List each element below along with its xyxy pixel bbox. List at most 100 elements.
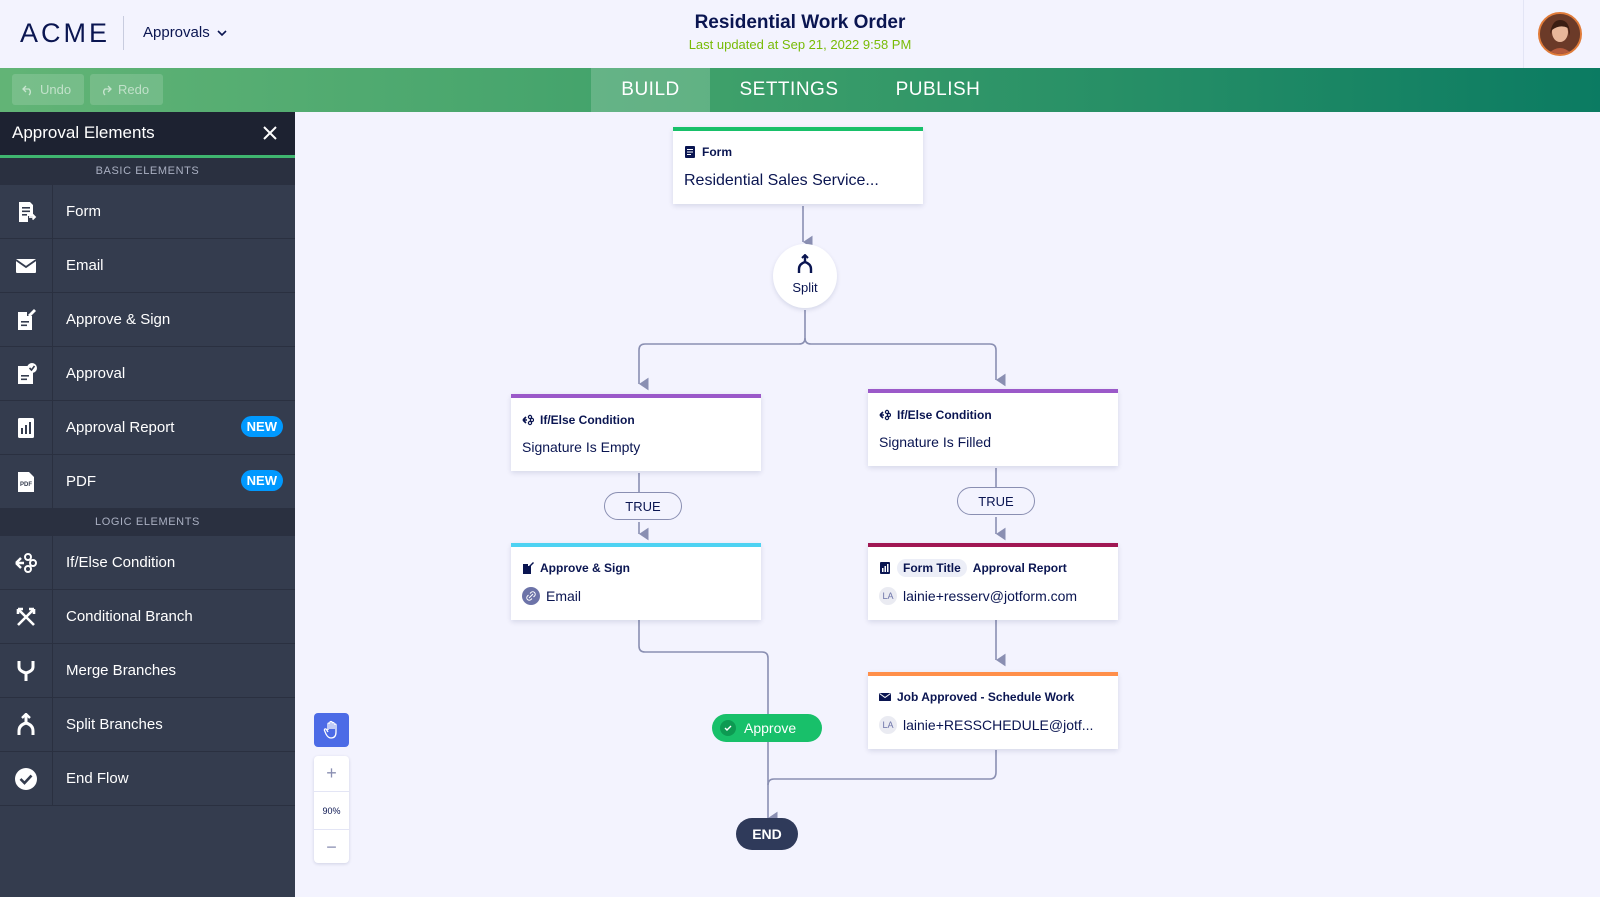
form-node-header: Form [684, 145, 732, 159]
approval-report-node[interactable]: Form Title Approval Report LA lainie+res… [868, 543, 1118, 620]
condition-icon [522, 414, 534, 426]
sidebar-item-label: Approval Report [66, 419, 175, 436]
zoom-out-button[interactable]: − [326, 837, 337, 857]
condition-node-header: If/Else Condition [879, 408, 992, 422]
elements-sidebar: Approval Elements BASIC ELEMENTS Form Em… [0, 112, 295, 897]
link-icon [522, 587, 540, 605]
approve-sign-node-recipient-label: Email [546, 588, 582, 604]
sidebar-item-pdf[interactable]: PDF PDF NEW [0, 455, 295, 509]
sidebar-item-split-branches[interactable]: Split Branches [0, 698, 295, 752]
condition-icon [15, 552, 37, 573]
form-node-type: Form [702, 145, 732, 159]
form-node-name: Residential Sales Service... [684, 172, 879, 189]
email-node-type: Job Approved - Schedule Work [897, 690, 1075, 704]
top-bar: ACME Approvals Residential Work Order La… [0, 0, 1600, 69]
redo-button[interactable]: Redo [90, 74, 163, 105]
avatar-area [1523, 0, 1600, 68]
pdf-icon: PDF [18, 471, 34, 492]
approve-sign-node-bar [511, 543, 761, 547]
svg-text:PDF: PDF [20, 482, 32, 488]
user-photo-icon [1540, 14, 1580, 54]
condition-node-header: If/Else Condition [522, 413, 635, 427]
undo-button[interactable]: Undo [12, 74, 84, 105]
approve-sign-icon [523, 562, 534, 574]
sidebar-item-if-else[interactable]: If/Else Condition [0, 536, 295, 590]
logic-elements-heading: LOGIC ELEMENTS [0, 509, 295, 536]
form-node-bar [673, 127, 923, 131]
approval-report-node-bar [868, 543, 1118, 547]
branch-icon [16, 607, 36, 626]
sidebar-item-label: If/Else Condition [66, 554, 176, 571]
sidebar-item-label: PDF [66, 473, 96, 490]
true-branch-label-right[interactable]: TRUE [957, 487, 1035, 515]
approval-check-icon [18, 362, 37, 384]
redo-label: Redo [118, 82, 150, 97]
approve-sign-node[interactable]: Approve & Sign Email [511, 543, 761, 620]
hand-icon [323, 720, 337, 739]
approvals-dropdown[interactable]: Approvals [143, 24, 228, 41]
sidebar-item-label: Email [66, 257, 104, 274]
acme-logo[interactable]: ACME [20, 18, 111, 48]
sidebar-item-conditional-branch[interactable]: Conditional Branch [0, 590, 295, 644]
builder-toolbar: Undo Redo BUILD SETTINGS PUBLISH [0, 68, 1600, 112]
split-node-label: Split [792, 280, 818, 295]
approve-sign-node-type: Approve & Sign [540, 561, 631, 575]
condition-node-bar [511, 394, 761, 398]
email-node-bar [868, 672, 1118, 676]
logo-divider [123, 16, 124, 50]
condition-icon [879, 409, 891, 421]
hand-tool-button[interactable] [314, 713, 349, 747]
envelope-icon [15, 258, 37, 273]
condition-node-bar [868, 389, 1118, 393]
close-icon[interactable] [261, 124, 279, 142]
email-node-recipient: LA lainie+RESSCHEDULE@jotf... [879, 716, 1093, 734]
page-title: Residential Work Order [694, 12, 906, 33]
sidebar-header: Approval Elements [0, 112, 295, 158]
avatar[interactable] [1538, 12, 1582, 56]
sidebar-item-label: Form [66, 203, 101, 220]
recipient-initials: LA [879, 587, 897, 605]
approve-sign-icon [18, 308, 36, 330]
sidebar-item-approval-report[interactable]: Approval Report NEW [0, 401, 295, 455]
form-node[interactable]: Form Residential Sales Service... [673, 127, 923, 204]
bar-chart-icon [880, 562, 890, 574]
sidebar-item-form[interactable]: Form [0, 185, 295, 239]
end-node[interactable]: END [736, 818, 798, 850]
condition-node-right[interactable]: If/Else Condition Signature Is Filled [868, 389, 1118, 466]
bar-chart-icon [18, 417, 34, 438]
sidebar-item-merge-branches[interactable]: Merge Branches [0, 644, 295, 698]
email-node-header: Job Approved - Schedule Work [879, 690, 1074, 704]
tab-publish[interactable]: PUBLISH [895, 79, 981, 100]
approve-branch-text: Approve [744, 720, 797, 736]
chevron-down-icon [217, 29, 227, 36]
sidebar-item-approval[interactable]: Approval [0, 347, 295, 401]
condition-node-type: If/Else Condition [897, 408, 992, 422]
approval-report-node-email: lainie+resserv@jotform.com [903, 588, 1078, 604]
zoom-level: 90% [314, 791, 349, 830]
approve-sign-node-header: Approve & Sign [522, 561, 630, 575]
approve-branch-label[interactable]: Approve [712, 714, 822, 742]
envelope-icon [879, 693, 891, 701]
true-branch-label-left[interactable]: TRUE [604, 492, 682, 520]
split-icon [17, 712, 35, 735]
new-badge: NEW [240, 416, 283, 437]
sidebar-item-label: Conditional Branch [66, 608, 193, 625]
tab-build[interactable]: BUILD [591, 68, 710, 112]
approve-sign-node-recipient: Email [522, 587, 581, 605]
sidebar-item-email[interactable]: Email [0, 239, 295, 293]
zoom-in-button[interactable]: + [326, 763, 337, 783]
sidebar-item-end-flow[interactable]: End Flow [0, 752, 295, 806]
sidebar-item-label: Approve & Sign [66, 311, 171, 328]
form-icon [685, 146, 695, 158]
form-icon [19, 201, 37, 222]
flow-canvas[interactable]: Form Residential Sales Service... Split … [295, 112, 1600, 897]
flow-connectors [638, 206, 1006, 825]
sidebar-item-label: Merge Branches [66, 662, 177, 679]
sidebar-item-label: End Flow [66, 770, 129, 787]
condition-node-left[interactable]: If/Else Condition Signature Is Empty [511, 394, 761, 471]
sidebar-item-approve-sign[interactable]: Approve & Sign [0, 293, 295, 347]
zoom-controls: + 90% − [314, 756, 349, 863]
split-node[interactable]: Split [773, 244, 837, 308]
tab-settings[interactable]: SETTINGS [739, 79, 839, 100]
email-node[interactable]: Job Approved - Schedule Work LA lainie+R… [868, 672, 1118, 749]
